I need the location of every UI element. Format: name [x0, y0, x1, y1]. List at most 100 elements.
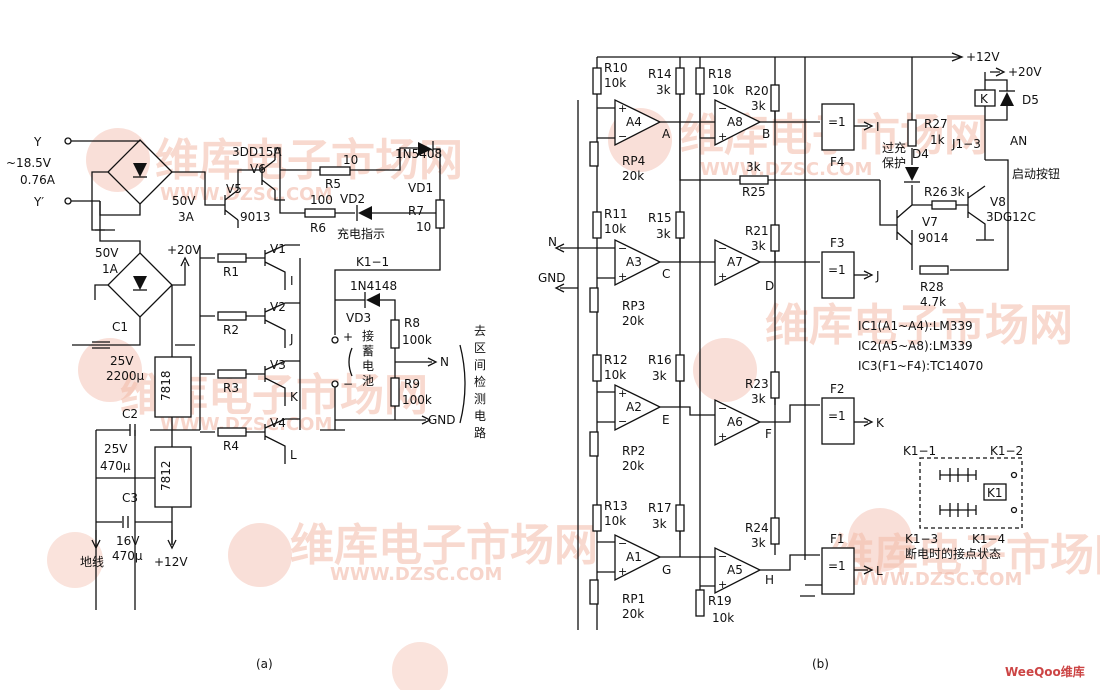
label-r13: R13	[604, 499, 628, 513]
label-d4: D4	[912, 147, 929, 161]
label-detect-char-2: 区	[474, 341, 486, 355]
resistor-r4	[217, 427, 247, 437]
xor-gate-f2	[821, 397, 855, 445]
label-vd1: VD1	[408, 181, 433, 195]
label-gate-in-l: L	[876, 564, 883, 578]
led-vd2	[358, 206, 372, 220]
label-bridge2-voltage: 50V	[95, 246, 119, 260]
terminal-battery-plus	[331, 336, 339, 344]
watermark-logo-circle	[86, 128, 150, 192]
label-v8-part: 3DG12C	[986, 210, 1036, 224]
label-r16: R16	[648, 353, 672, 367]
wire	[394, 348, 425, 378]
label-detect-char-7: 路	[474, 425, 486, 440]
label-r26-value: 3k	[950, 185, 965, 199]
label-output-k: K	[290, 390, 299, 404]
label-r8-value: 100k	[402, 333, 432, 347]
wire	[335, 406, 420, 421]
wire	[879, 57, 1009, 271]
label-detect-char-6: 电	[474, 409, 486, 423]
label-ic1: IC1(A1~A4):LM339	[858, 319, 973, 333]
label-vd2: VD2	[340, 192, 365, 206]
label-overcharge-1: 过充	[882, 140, 906, 155]
transistor-v6	[261, 159, 276, 191]
label-battery-char-2: 蓄	[362, 344, 374, 358]
opamp-row-3: R12 10k R16 3k R23 3k A2 + − A6 − + E F …	[589, 353, 820, 473]
label-a1-plus: +	[618, 565, 627, 578]
resistor-r11	[592, 211, 602, 239]
arrow-n-right	[554, 243, 565, 253]
opamp-a4	[614, 98, 662, 147]
label-a3: A3	[626, 255, 642, 269]
transistor-v4	[246, 418, 300, 464]
watermark-logo-circle	[47, 532, 103, 588]
brace	[459, 344, 466, 424]
label-xor-f3: =1	[828, 263, 846, 277]
watermark-brand: 维库电子市场网	[155, 135, 463, 186]
opamp-a3	[614, 238, 662, 287]
label-c3-cap: 470μ	[112, 549, 143, 563]
wire	[565, 238, 820, 279]
relay-terminal	[1010, 506, 1018, 514]
label-start-button: 启动按钮	[1012, 166, 1060, 181]
terminal-y	[64, 137, 72, 145]
label-node-b: B	[762, 127, 770, 141]
resistor-r6	[304, 208, 336, 218]
label-c2: C2	[122, 407, 138, 421]
label-a3-minus: −	[618, 242, 627, 255]
opamp-a2	[614, 383, 662, 432]
label-vd3-part: 1N4148	[350, 279, 397, 293]
wire	[71, 140, 206, 231]
label-r19: R19	[708, 594, 732, 608]
label-bridge1-voltage: 50V	[172, 194, 196, 208]
label-xor-f4: =1	[828, 115, 846, 129]
label-a2: A2	[626, 400, 642, 414]
label-r21-value: 3k	[751, 239, 766, 253]
label-detect-char-3: 间	[474, 358, 486, 372]
label-r24: R24	[745, 521, 769, 535]
label-n-right: N	[548, 235, 557, 249]
label-a1-minus: −	[618, 537, 627, 550]
label-rp3: RP3	[622, 299, 645, 313]
label-a6: A6	[727, 415, 743, 429]
label-detect-char-4: 检	[474, 374, 486, 389]
caption-a: (a)	[256, 657, 273, 671]
label-gate-f4: F4	[830, 155, 845, 169]
label-node-a: A	[662, 127, 671, 141]
wire	[433, 148, 441, 200]
label-node-h: H	[765, 573, 774, 587]
wire	[596, 57, 806, 630]
arrow-n	[425, 357, 438, 367]
label-bridge2-current: 1A	[102, 262, 119, 276]
resistor-r26	[931, 200, 957, 210]
label-r14: R14	[648, 67, 672, 81]
label-bridge1-current: 3A	[178, 210, 195, 224]
label-a6-minus: −	[718, 402, 727, 415]
resistor-r20	[770, 84, 780, 112]
label-d5: D5	[1022, 93, 1039, 107]
resistor-r17	[675, 504, 685, 532]
label-r14-value: 3k	[656, 83, 671, 97]
label-detect-char-5: 测	[474, 392, 486, 406]
resistor-r16	[675, 354, 685, 382]
label-r18-value: 10k	[712, 83, 734, 97]
label-r7-value: 10	[416, 220, 431, 234]
label-k1-1-right: K1−1	[903, 444, 936, 458]
diode-d5	[1000, 92, 1014, 106]
label-c2-cap: 470μ	[100, 459, 131, 473]
label-a2-plus: +	[618, 387, 627, 400]
wire	[335, 212, 441, 220]
label-c1-voltage: 25V	[110, 354, 134, 368]
label-r7: R7	[408, 204, 424, 218]
regulator-7818	[154, 356, 192, 418]
label-r10-value: 10k	[604, 76, 626, 90]
label-plus12v-right: +12V	[966, 50, 1000, 64]
label-v3: V3	[270, 358, 286, 372]
label-r21: R21	[745, 224, 769, 238]
resistor-r24	[770, 517, 780, 545]
arrow-k	[863, 417, 874, 427]
resistor-r3	[217, 369, 247, 379]
watermark-url: WWW.DZSC.COM	[700, 159, 872, 180]
label-gnd: GND	[428, 413, 456, 427]
label-a4: A4	[626, 115, 642, 129]
